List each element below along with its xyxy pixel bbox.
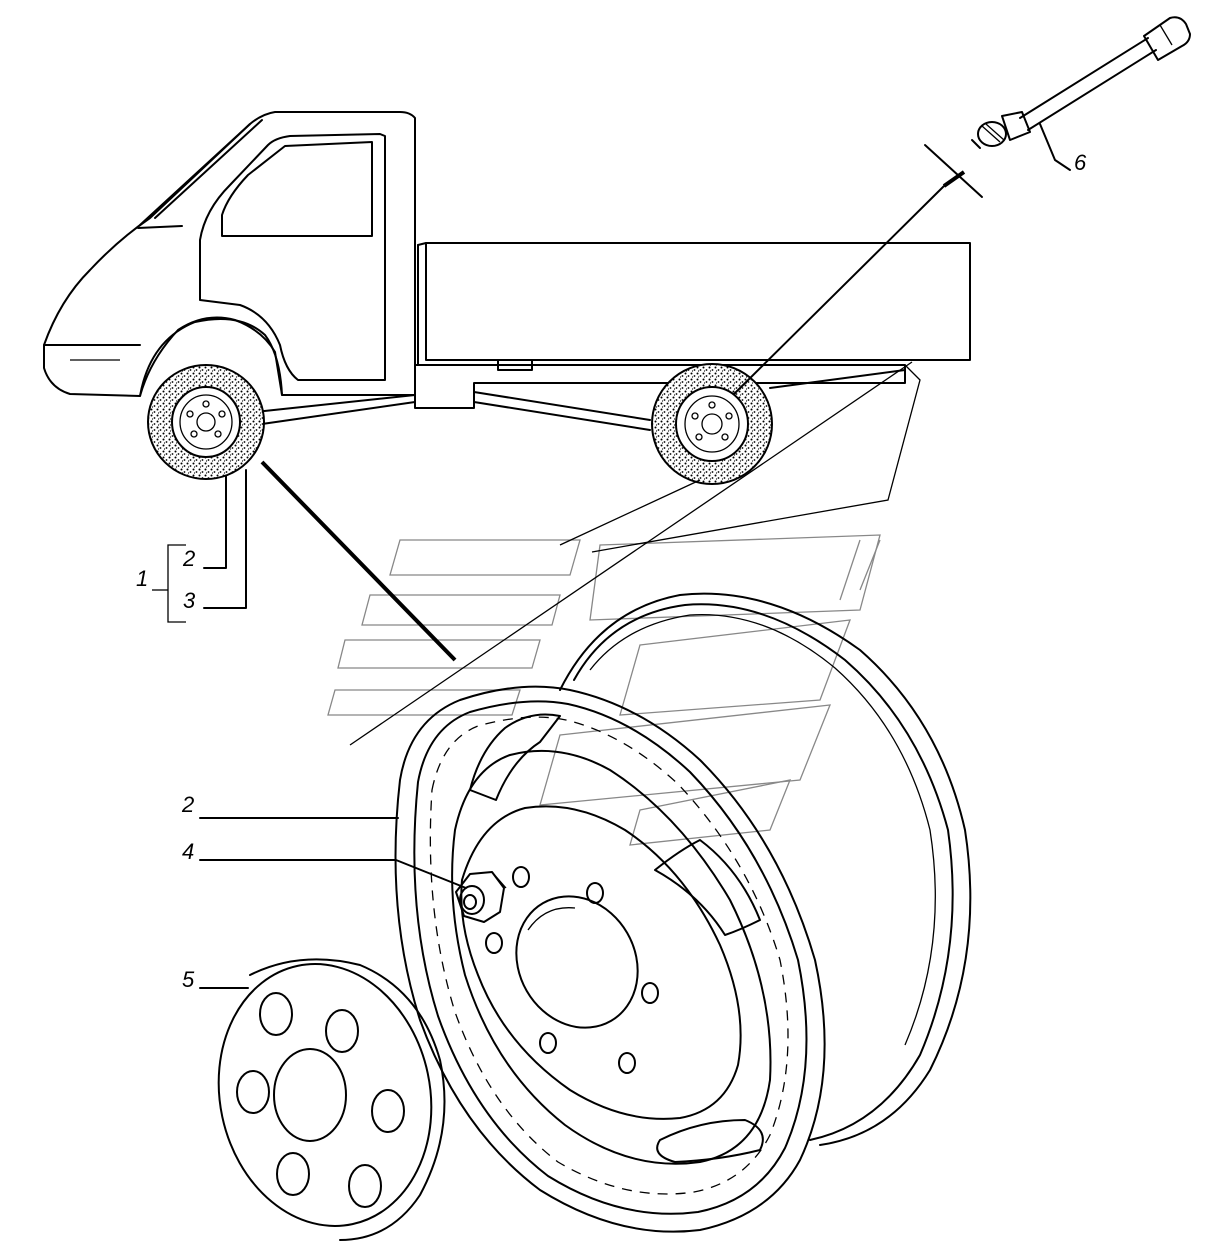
callout-5: 5	[182, 967, 195, 992]
truck-door	[199, 133, 386, 381]
valve-extension	[924, 16, 1191, 198]
callout-6: 6	[1074, 150, 1087, 175]
leader-front-wheel-to-detail	[260, 460, 457, 662]
leader-lines	[152, 123, 1071, 989]
wheel-disc	[394, 592, 972, 1233]
truck-window	[221, 141, 373, 237]
front-wheel	[147, 364, 265, 480]
callout-1: 1	[136, 566, 148, 591]
callout-3: 3	[183, 588, 196, 613]
wheel-nut	[455, 871, 507, 923]
callout-2-detail: 2	[181, 792, 194, 817]
truck-bed	[425, 242, 971, 361]
truck-cab	[43, 111, 416, 397]
callout-2-top: 2	[182, 546, 195, 571]
leader-valve-to-wheel	[733, 185, 945, 395]
callout-4: 4	[182, 839, 194, 864]
truck	[43, 111, 971, 431]
hub-cap	[217, 958, 446, 1241]
watermark-logo	[327, 534, 881, 846]
rear-wheel	[651, 363, 773, 485]
